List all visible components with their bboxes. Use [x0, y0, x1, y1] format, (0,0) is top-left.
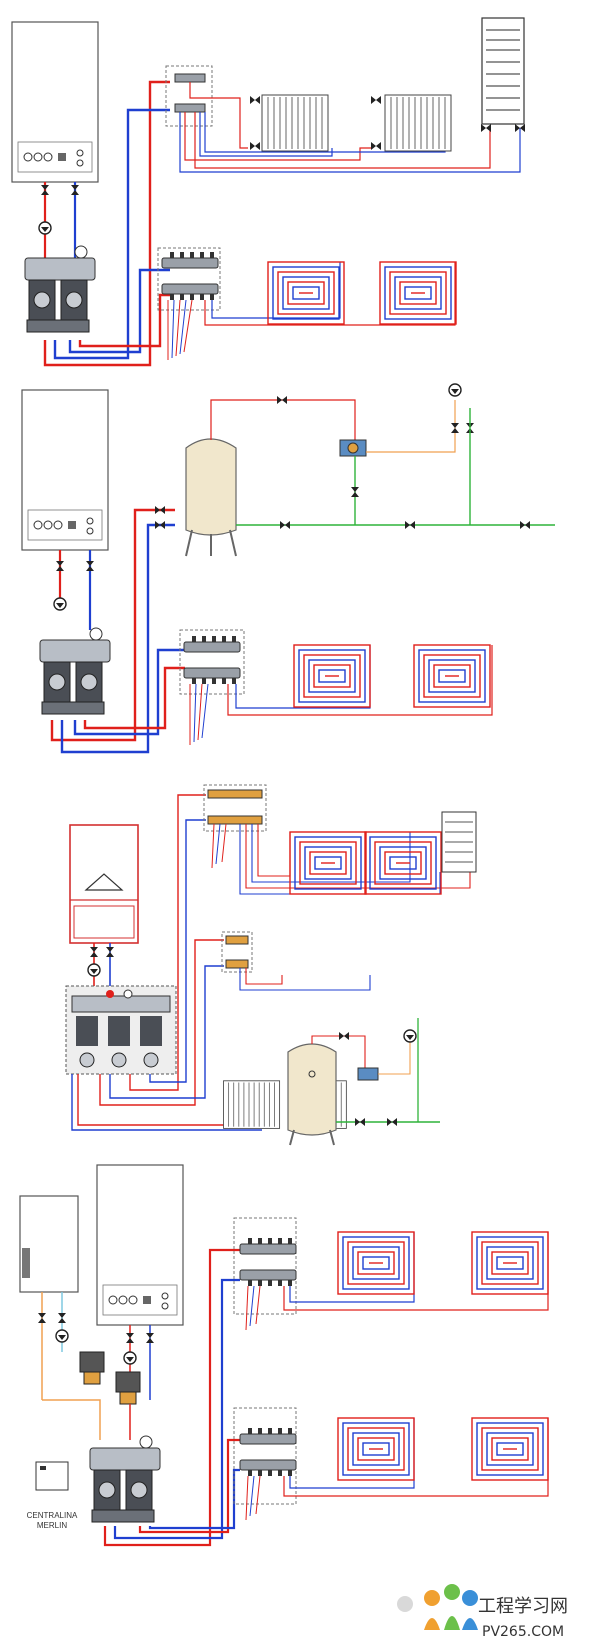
valve-icon [56, 561, 64, 571]
pipe-cold-rad-1 [53, 108, 170, 360]
valve-icon [90, 947, 98, 957]
valve-icon [280, 521, 290, 529]
section-1-radiators-and-floor [11, 17, 525, 367]
pump-group-4 [89, 1435, 161, 1523]
pump-icon [123, 1351, 137, 1365]
radiator-valve-icon [250, 142, 260, 150]
tap-icon [448, 383, 462, 397]
boiler-1 [11, 21, 99, 183]
valve-icon [58, 1313, 66, 1323]
floor-manifold-1 [161, 251, 219, 301]
pipe-hot-rad-1 [43, 80, 170, 367]
watermark-title: 工程学习网 [478, 1596, 568, 1617]
floor-heating-loop-10 [471, 1417, 549, 1481]
watermark-url: PV265.COM [482, 1624, 564, 1640]
floor-heating-loop-8 [471, 1231, 549, 1295]
radiator-valve-icon [371, 96, 381, 104]
floor-heating-loop-7 [337, 1231, 415, 1295]
boiler-2 [21, 389, 109, 551]
valve-icon [520, 521, 530, 529]
boiler-3 [69, 824, 139, 944]
pump-group-1 [24, 245, 96, 333]
radiator-valve-icon [371, 142, 381, 150]
pump-icon [87, 963, 101, 977]
floor-heating-loop-2 [379, 261, 457, 325]
valve-icon [126, 1333, 134, 1343]
floor-manifold-2 [183, 635, 241, 685]
valve-icon [351, 487, 359, 497]
people-logo-icon [424, 1584, 478, 1630]
towel-radiator-1 [481, 17, 525, 132]
pump-icon [55, 1329, 69, 1343]
valve-icon [339, 1032, 349, 1040]
floor-heating-loop-1 [267, 261, 345, 325]
floor-manifold-4a [239, 1237, 297, 1287]
diverter-valves [79, 1351, 141, 1405]
floor-heating-loop-5 [289, 831, 367, 895]
pipe-hot-floor-1 [78, 293, 170, 348]
storage-tank-2 [287, 1043, 337, 1146]
tap-icon [403, 1029, 417, 1043]
radiator-3 [223, 1080, 281, 1129]
radiator-1 [261, 94, 329, 152]
valve-icon [277, 396, 287, 404]
towel-radiator-3 [441, 811, 477, 873]
section-2-tank-and-floor [21, 383, 555, 754]
pump-icon [53, 597, 67, 611]
valve-icon [146, 1333, 154, 1343]
section-3-combined-system [65, 784, 477, 1146]
wechat-icon [397, 1596, 413, 1612]
valve-icon [387, 1118, 397, 1126]
floor-manifold-4b [239, 1427, 297, 1477]
radiator-valve-icon [250, 96, 260, 104]
boiler-4 [96, 1164, 184, 1326]
section-4-dual-boiler: CENTRALINA MERLIN [19, 1164, 549, 1547]
valve-icon [41, 185, 49, 195]
heat-pump-unit [19, 1195, 79, 1293]
floor-heating-loop-3 [293, 644, 371, 708]
valve-icon [155, 521, 165, 529]
floor-heating-loop-6 [364, 831, 442, 895]
floor-heating-loop-9 [337, 1417, 415, 1481]
valve-icon [155, 506, 165, 514]
valve-icon [405, 521, 415, 529]
radiator-2 [384, 94, 452, 152]
valve-icon [86, 561, 94, 571]
storage-tank-1 [185, 438, 237, 557]
valve-icon [71, 185, 79, 195]
valve-icon [355, 1118, 365, 1126]
floor-heating-loop-4 [413, 644, 491, 708]
valve-icon [451, 423, 459, 433]
mixing-valve-2 [357, 1067, 379, 1081]
controller-label-1: CENTRALINA [27, 1511, 78, 1520]
hydraulic-module-3 [65, 985, 177, 1075]
valve-icon [106, 947, 114, 957]
valve-icon [38, 1313, 46, 1323]
mixing-valve-1 [339, 439, 367, 457]
pump-group-2 [39, 627, 111, 715]
controller-merlin: CENTRALINA MERLIN [27, 1461, 78, 1530]
pipe-cold-floor-1 [68, 268, 170, 354]
controller-label-2: MERLIN [37, 1521, 67, 1530]
pump-icon [38, 221, 52, 235]
watermark: 工程学习网 PV265.COM [397, 1584, 568, 1640]
